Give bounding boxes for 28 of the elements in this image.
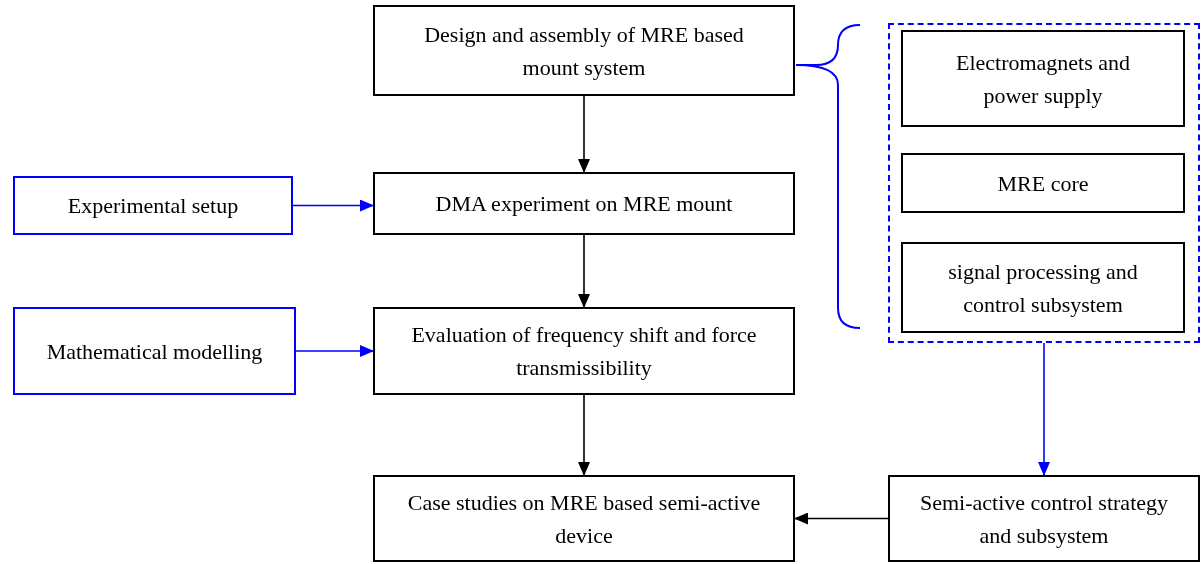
arrow (295, 345, 374, 357)
box-label: MRE core (997, 169, 1089, 198)
process-box (901, 30, 1185, 127)
box-label: DMA experiment on MRE mount (435, 190, 733, 218)
box-label: Experimental setup (67, 192, 239, 220)
arrow (794, 512, 889, 525)
process-box (373, 172, 795, 235)
box-label: Design and assembly of MRE based mount system (423, 20, 745, 82)
box-label: Mathematical modelling (46, 337, 263, 366)
process-box (373, 307, 795, 395)
process-box (373, 475, 795, 562)
box-label: signal processing and control subsystem (947, 257, 1139, 319)
process-box (13, 307, 296, 395)
arrow (578, 234, 590, 308)
box-label: Electromagnets and power supply (954, 48, 1132, 110)
box-label: Semi-active control strategy and subsystem (919, 488, 1169, 550)
process-box (373, 5, 795, 96)
arrow (292, 199, 374, 212)
process-box (901, 153, 1185, 213)
box-label: Evaluation of frequency shift and force transmissibility (410, 321, 758, 382)
arrow (1038, 342, 1050, 476)
arrow (578, 95, 590, 173)
arrow (578, 394, 590, 476)
process-box (888, 475, 1200, 562)
process-box (13, 176, 293, 235)
group-box (888, 23, 1200, 343)
box-label: Case studies on MRE based semi-active device (406, 488, 762, 550)
process-box (901, 242, 1185, 333)
